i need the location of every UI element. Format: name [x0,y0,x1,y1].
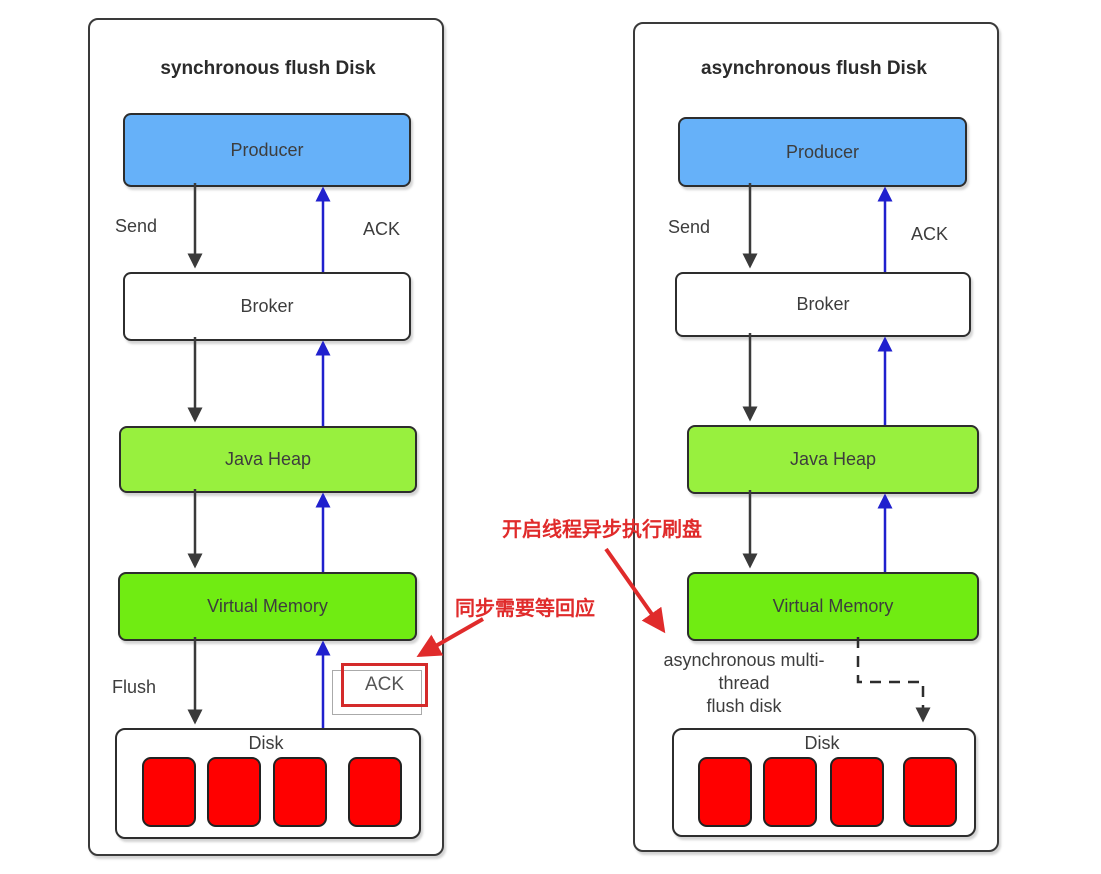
sync-java-heap-label: Java Heap [224,449,312,469]
disk-block [763,757,817,827]
sync-wait-annotation: 同步需要等回应 [455,598,595,620]
sync-flush-label: Flush [112,677,157,697]
sync-panel-title: synchronous flush Disk [160,58,376,79]
async-disk-label: Disk [804,733,840,753]
disk-block [830,757,884,827]
async-note-line1: asynchronous multi- [663,650,825,670]
sync-java-heap-box: Java Heap [119,426,417,493]
async-note-line2: thread [718,673,770,693]
disk-block [273,757,327,827]
sync-broker-label: Broker [240,296,294,316]
sync-ack-highlight-box: ACK [341,663,428,707]
async-producer-box: Producer [678,117,967,187]
sync-ack-label: ACK [363,219,401,239]
sync-ack-box-ghost [332,670,422,715]
async-java-heap-box: Java Heap [687,425,979,494]
sync-send-label: Send [115,216,158,236]
async-broker-label: Broker [796,294,850,314]
async-virtual-memory-label: Virtual Memory [772,596,894,616]
disk-block [207,757,261,827]
disk-block [903,757,957,827]
async-java-heap-label: Java Heap [789,449,877,469]
sync-producer-label: Producer [230,139,304,160]
sync-broker-box: Broker [123,272,411,341]
async-note-line3: flush disk [706,696,782,716]
sync-producer-box: Producer [123,113,411,187]
async-virtual-memory-box: Virtual Memory [687,572,979,641]
disk-block [142,757,196,827]
async-send-label: Send [668,217,711,237]
async-multithread-note: asynchronous multi- thread flush disk [644,649,844,718]
disk-block [348,757,402,827]
async-ack-label: ACK [911,224,949,244]
disk-block [698,757,752,827]
async-panel-title: asynchronous flush Disk [701,58,927,79]
sync-virtual-memory-box: Virtual Memory [118,572,417,641]
async-thread-annotation: 开启线程异步执行刷盘 [502,519,702,541]
sync-virtual-memory-label: Virtual Memory [207,596,328,616]
async-broker-box: Broker [675,272,971,337]
sync-ack-boxed-label: ACK [364,674,405,695]
sync-disk-label: Disk [248,733,284,753]
async-producer-label: Producer [785,141,860,162]
